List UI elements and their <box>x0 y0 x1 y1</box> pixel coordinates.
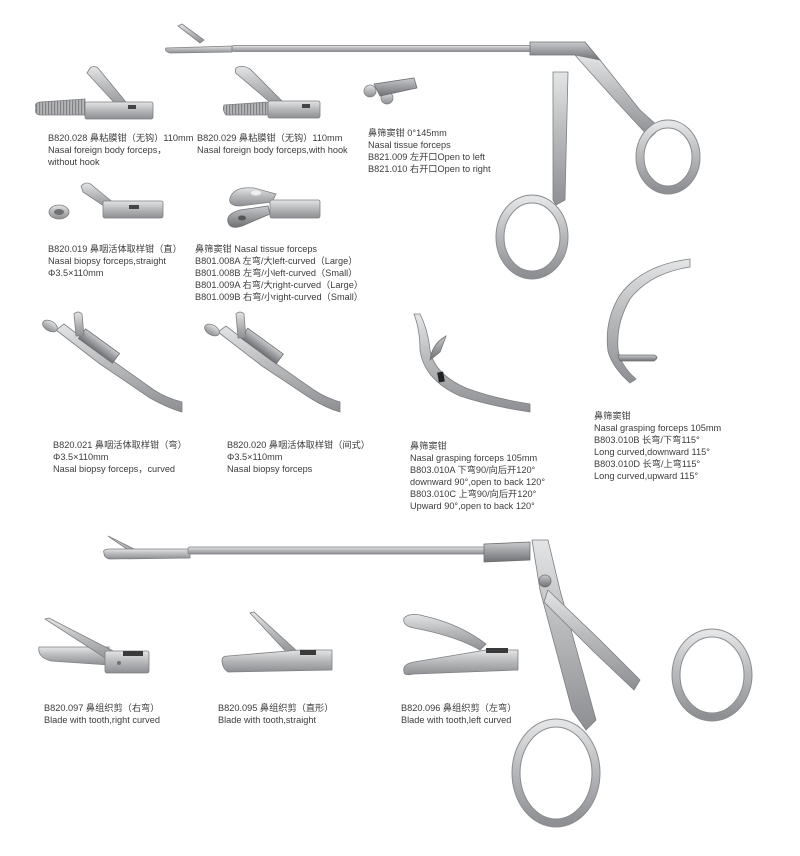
tissue-forceps-curved-image <box>227 187 321 228</box>
grasping-forceps-long-curved-image <box>606 258 691 384</box>
product-label-b820-097: B820.097 鼻组织剪（右弯） Blade with tooth,right… <box>44 703 160 725</box>
product-label-b803-010a-c: 鼻筛窦钳 Nasal grasping forceps 105mm B803.0… <box>410 441 546 511</box>
product-label-b801-tissue-forceps: 鼻筛窦钳 Nasal tissue forceps B801.008A 左弯/大… <box>195 244 364 302</box>
scissors-right-curved-image <box>38 617 150 674</box>
nasal-scissors-large-image <box>103 535 753 828</box>
scissors-straight-image <box>221 611 333 673</box>
product-label-b820-028: B820.028 鼻粘膜钳（无钩）110mm Nasal foreign bod… <box>48 133 194 167</box>
product-label-b821-tissue-forceps: 鼻筛窦钳 0°145mm Nasal tissue forceps B821.0… <box>368 128 491 174</box>
foreign-body-forceps-with-hook-image <box>222 65 321 119</box>
grasping-forceps-90-image <box>413 313 531 413</box>
scissors-left-curved-image <box>403 614 519 676</box>
foreign-body-forceps-no-hook-image <box>35 66 154 120</box>
product-label-b820-029: B820.029 鼻粘膜钳（无钩）110mm Nasal foreign bod… <box>197 133 348 155</box>
product-label-b820-095: B820.095 鼻组织剪（直形） Blade with tooth,strai… <box>218 703 334 725</box>
tissue-forceps-0deg-image <box>363 77 418 105</box>
biopsy-forceps-image <box>204 311 341 413</box>
biopsy-forceps-straight-image <box>48 182 164 220</box>
nasal-tissue-forceps-large-image <box>165 23 701 280</box>
biopsy-forceps-curved-image <box>42 311 183 413</box>
product-label-b820-020: B820.020 鼻咽活体取样钳（间式） Φ3.5×110mm Nasal bi… <box>227 440 370 474</box>
product-label-b803-010b-d: 鼻筛窦钳 Nasal grasping forceps 105mm B803.0… <box>594 411 722 481</box>
product-label-b820-096: B820.096 鼻组织剪（左弯） Blade with tooth,left … <box>401 703 517 725</box>
product-label-b820-019: B820.019 鼻咽活体取样钳（直） Nasal biopsy forceps… <box>48 244 182 278</box>
product-label-b820-021: B820.021 鼻咽活体取样钳（弯） Φ3.5×110mm Nasal bio… <box>53 440 187 474</box>
